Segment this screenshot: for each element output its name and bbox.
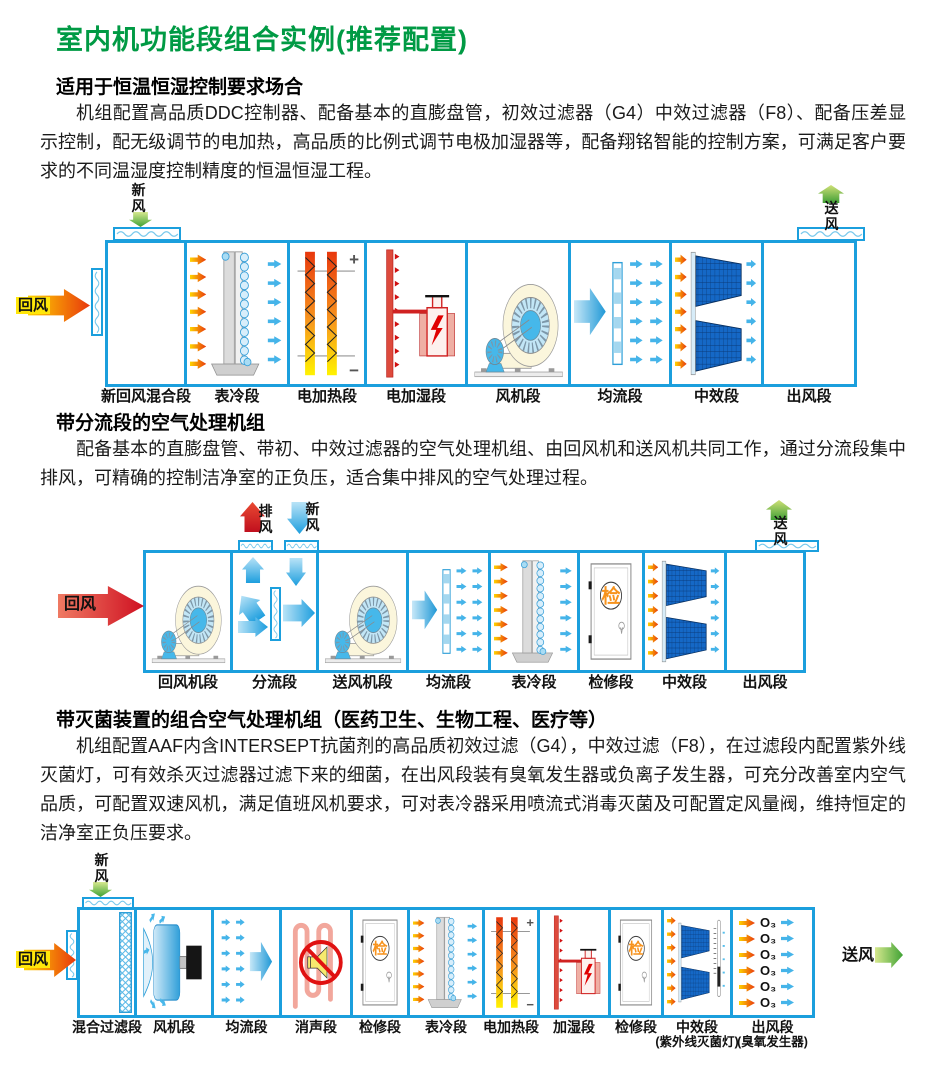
access-door-icon bbox=[614, 913, 658, 1012]
polarity-minus: − bbox=[349, 361, 359, 380]
bag-filter-icon bbox=[648, 556, 721, 667]
fresh-air-inlet-filter bbox=[113, 227, 181, 241]
cooling-coil-icon bbox=[413, 913, 479, 1012]
section-access-2: 检 检修段 bbox=[608, 907, 664, 1035]
access-door-icon bbox=[583, 556, 639, 667]
section-electrode-humidifier: 电加湿段 bbox=[364, 240, 468, 405]
section-cooling-coil: 表冷段 bbox=[407, 907, 485, 1035]
flow-equalizer-icon bbox=[412, 556, 485, 667]
section-flow-equalizing: 均流段 bbox=[406, 550, 491, 691]
section-electric-heating: + − 电加热段 bbox=[482, 907, 540, 1035]
return-air-label: 回风 bbox=[16, 951, 51, 969]
access-door-icon bbox=[356, 913, 404, 1012]
section-air-outlet: 出风段 bbox=[724, 550, 806, 691]
exhaust-air-label: 排风 bbox=[258, 503, 273, 535]
cooling-coil-icon bbox=[494, 556, 574, 667]
ahu-unit-2: 回风机段 分流段 送风机段 均流段 表冷段 bbox=[143, 550, 806, 691]
fresh-air-label: 新风 bbox=[131, 182, 146, 214]
section-air-outlet-ozone: O₃ O₃ O₃ O₃ O₃ O₃ 出风段 (臭氧发生器) bbox=[730, 907, 815, 1049]
fresh-air-arrow-icon bbox=[129, 212, 152, 227]
section-cooling-coil: 表冷段 bbox=[488, 550, 580, 691]
section-medium-filter: 中效段 bbox=[642, 550, 727, 691]
section-access-1: 检 检修段 bbox=[350, 907, 410, 1035]
section-cooling-coil: 表冷段 bbox=[184, 240, 290, 405]
ahu-unit-3: 混合过滤段 风机段 均流段 消声段 检 检修段 bbox=[72, 907, 815, 1049]
supply-air-arrow-icon bbox=[875, 942, 903, 968]
inspect-glyph: 检 bbox=[628, 940, 644, 958]
exhaust-branch-arrow-icon bbox=[242, 557, 264, 583]
inspect-glyph: 检 bbox=[372, 940, 388, 958]
humidifier-icon bbox=[543, 913, 605, 1012]
diverter-through-arrow-icon bbox=[238, 617, 268, 637]
polarity-plus: + bbox=[349, 250, 359, 269]
ozone-generator-icon: O₃ O₃ O₃ O₃ O₃ O₃ bbox=[739, 915, 806, 1010]
section2-body: 配备基本的直膨盘管、带初、中效过滤器的空气处理机组、由回风机和送风机共同工作，通… bbox=[40, 439, 906, 488]
mixed-flow-arrow-icon bbox=[283, 599, 315, 627]
supply-air-label: 送风 bbox=[824, 200, 839, 232]
section3-heading: 带灭菌装置的组合空气处理机组（医药卫生、生物工程、医疗等） bbox=[56, 710, 608, 731]
ahu-unit-1: 新回风混合段 表冷段 + − 电加热段 电加湿段 风机段 bbox=[101, 240, 857, 405]
return-air-inlet-filter bbox=[91, 268, 103, 336]
section-mixing-filter: 混合过滤段 bbox=[72, 907, 142, 1035]
bag-filter-icon bbox=[675, 246, 758, 381]
fresh-air-label: 新风 bbox=[94, 852, 109, 884]
section3-body: 机组配置AAF内含INTERSEPT抗菌剂的高品质初效过滤（G4），中效过滤（F… bbox=[40, 736, 906, 843]
return-air-label: 回风 bbox=[64, 596, 97, 613]
section1-heading: 适用于恒温恒湿控制要求场合 bbox=[56, 77, 304, 98]
humidifier-icon bbox=[370, 246, 462, 381]
panel-filter-icon bbox=[119, 912, 132, 1013]
section-fan: 风机段 bbox=[134, 907, 214, 1035]
flow-equalizer-icon bbox=[574, 246, 666, 381]
inspect-glyph: 检 bbox=[601, 586, 621, 608]
supply-air-arrow-icon bbox=[766, 500, 792, 520]
section2-heading: 带分流段的空气处理机组 bbox=[56, 413, 266, 434]
section-return-fan: 回风机段 bbox=[143, 550, 233, 691]
supply-air-arrow-icon bbox=[818, 185, 844, 203]
axial-fan-icon bbox=[140, 913, 208, 1012]
fresh-air-arrow-icon bbox=[89, 882, 112, 897]
supply-air-label: 送风 bbox=[842, 947, 875, 964]
centrifugal-fan-icon bbox=[322, 580, 403, 667]
section-flow-equalizing: 均流段 bbox=[211, 907, 282, 1035]
section-medium-filter: 中效段 bbox=[669, 240, 764, 405]
section-electric-heating: + − 电加热段 bbox=[287, 240, 367, 405]
diagram-diverter-unit: 排风 新风 送风 回风 回风机段 分流段 bbox=[0, 500, 946, 705]
polarity-minus: − bbox=[526, 997, 534, 1012]
cooling-coil-icon bbox=[190, 246, 284, 381]
section-air-outlet: 出风段 bbox=[761, 240, 857, 405]
supply-air-label: 送风 bbox=[773, 515, 788, 547]
bag-filter-uv-icon bbox=[667, 913, 726, 1012]
section-supply-fan: 送风机段 bbox=[316, 550, 409, 691]
page-title: 室内机功能段组合实例(推荐配置) bbox=[56, 25, 468, 55]
fresh-intake-arrow-icon bbox=[286, 558, 306, 586]
section-fan: 风机段 bbox=[465, 240, 571, 405]
section-medium-filter-uv: 中效段 (紫外线灭菌灯) bbox=[655, 907, 739, 1049]
silencer-icon bbox=[285, 913, 347, 1012]
polarity-plus: + bbox=[526, 915, 534, 930]
diagram-sterilization-unit: 新风 回风 送风 混合过滤段 风机段 均流段 bbox=[0, 852, 946, 1069]
section-flow-equalizing: 均流段 bbox=[568, 240, 672, 405]
return-air-label: 回风 bbox=[16, 297, 51, 315]
section-humidifier: 加湿段 bbox=[537, 907, 611, 1035]
centrifugal-fan-icon bbox=[149, 580, 227, 667]
section-fresh-return-mixing: 新回风混合段 bbox=[101, 240, 191, 405]
section-silencer: 消声段 bbox=[279, 907, 353, 1035]
diverter-filter bbox=[270, 587, 281, 641]
section1-body: 机组配置高品质DDC控制器、配备基本的直膨盘管，初效过滤器（G4）中效过滤器（F… bbox=[40, 103, 906, 181]
fresh-air-label: 新风 bbox=[305, 501, 320, 533]
section-diverting: 分流段 bbox=[230, 550, 319, 691]
diagram-constant-temp-humidity: 新风 送风 回风 新回风混合段 表冷段 + − 电加热段 电 bbox=[0, 182, 946, 409]
centrifugal-fan-icon bbox=[471, 277, 565, 381]
section-access: 检 检修段 bbox=[577, 550, 645, 691]
flow-equalizer-icon bbox=[217, 913, 273, 1012]
